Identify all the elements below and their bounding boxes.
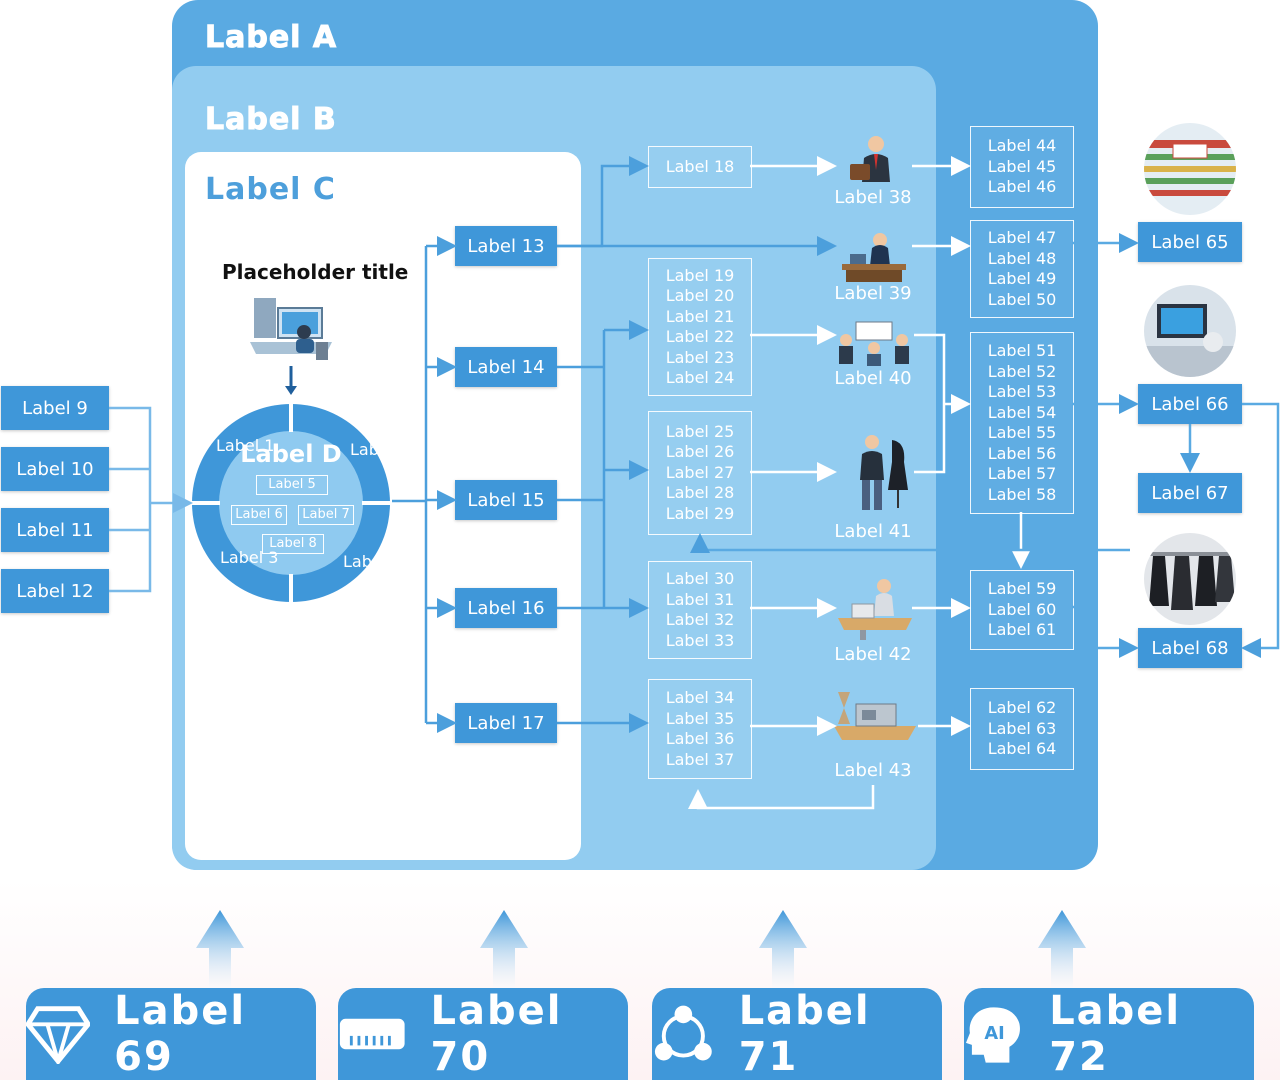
schedule-screen-photo xyxy=(1144,123,1236,215)
standard-box-3: Label 15 xyxy=(455,480,557,520)
worker-icon xyxy=(838,579,912,640)
core-module-3: Label 7 xyxy=(298,505,354,525)
input-box-3: Label 11 xyxy=(1,508,109,552)
outer-layer-title: Label A xyxy=(204,20,338,56)
core-name: Label D xyxy=(240,440,342,468)
role-label-5: Label 42 xyxy=(834,644,912,665)
system-box-2: Label 66 xyxy=(1138,384,1242,424)
pillar-card-3: Label 71 xyxy=(652,988,942,1080)
role-label-1: Label 38 xyxy=(834,187,912,208)
pillar-label-4: Label 72 xyxy=(1049,988,1182,1080)
pillar-label-2: Label 70 xyxy=(430,988,563,1080)
core-module-2: Label 6 xyxy=(231,505,287,525)
core-quadrant-2: Label 2 xyxy=(350,440,409,459)
role-label-6: Label 43 xyxy=(834,760,912,781)
pillar-label-1: Label 69 xyxy=(114,988,247,1080)
pillar-label-3: Label 71 xyxy=(738,988,871,1080)
role-label-4: Label 41 xyxy=(834,521,912,542)
role-label-3: Label 40 xyxy=(834,368,912,389)
standard-box-4: Label 16 xyxy=(455,588,557,628)
input-box-2: Label 10 xyxy=(1,447,109,491)
network-icon xyxy=(654,1005,712,1061)
pillar-card-4: AI Label 72 xyxy=(964,988,1254,1080)
core-module-4: Label 8 xyxy=(262,534,324,554)
core-quadrant-4: Label 4 xyxy=(343,552,402,571)
input-box-4: Label 12 xyxy=(1,569,109,613)
team-leader-icon xyxy=(860,435,908,510)
role-label-2: Label 39 xyxy=(834,283,912,304)
connector-lines xyxy=(109,156,1280,810)
pillar-card-1: Label 69 xyxy=(26,988,316,1080)
core-quadrant-3: Label 3 xyxy=(220,548,279,567)
analyst-down-arrow xyxy=(285,366,297,395)
middle-layer-title: Label B xyxy=(205,102,337,138)
standard-box-5: Label 17 xyxy=(455,703,557,743)
machine-icon xyxy=(834,692,916,740)
inner-layer-title: Label C xyxy=(205,172,336,207)
diamond-icon xyxy=(26,1006,91,1064)
standard-box-1: Label 13 xyxy=(455,226,557,266)
pillar-card-2: Label 70 xyxy=(338,988,628,1080)
ruler-icon xyxy=(339,1018,405,1050)
upward-arrows xyxy=(196,910,1086,992)
system-box-3: Label 67 xyxy=(1138,473,1242,513)
system-box-1: Label 65 xyxy=(1138,222,1242,262)
analyst-workstation-icon xyxy=(250,298,332,360)
core-module-1: Label 5 xyxy=(256,475,328,495)
salesperson-icon xyxy=(850,136,890,182)
system-box-4: Label 68 xyxy=(1138,628,1242,668)
ai-head-icon: AI xyxy=(965,1007,1020,1063)
workshop-terminal-photo xyxy=(1144,285,1236,377)
hanging-line-photo xyxy=(1144,533,1236,625)
standard-box-2: Label 14 xyxy=(455,347,557,387)
core-quadrant-1: Label 1 xyxy=(216,436,275,455)
ie-team-icon xyxy=(839,321,909,366)
input-box-1: Label 9 xyxy=(1,386,109,430)
core-circle xyxy=(190,402,392,604)
activity-box-1: Label 18 xyxy=(648,146,752,188)
svg-text:AI: AI xyxy=(984,1024,1004,1044)
planner-icon xyxy=(842,233,906,282)
